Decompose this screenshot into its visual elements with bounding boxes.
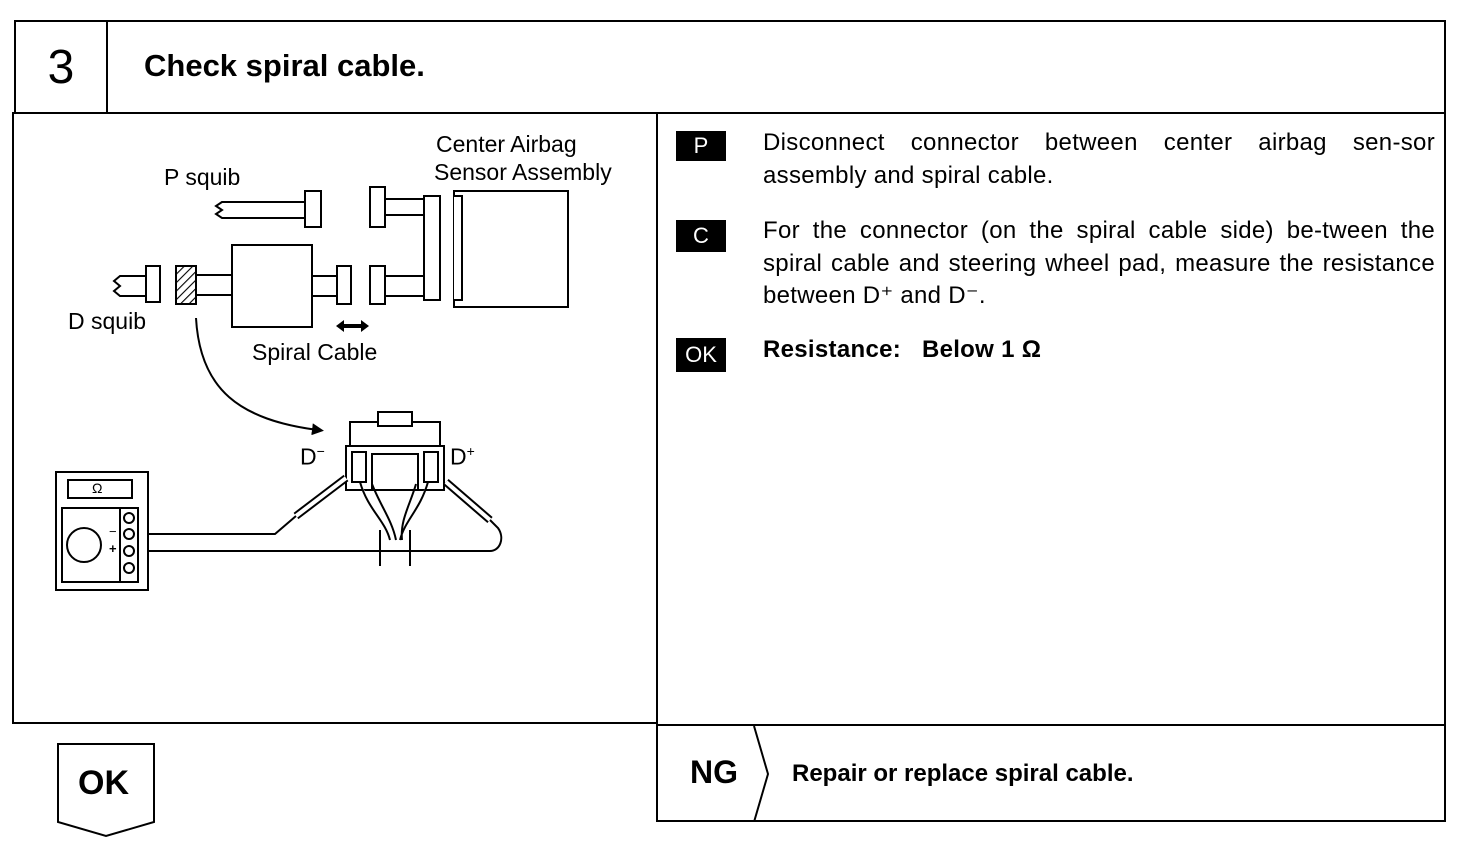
- curved-arrow: [195, 317, 324, 436]
- resistance-value: Below 1 Ω: [921, 336, 1042, 363]
- ohm-symbol: Ω: [92, 480, 103, 496]
- p-squib-label: P squib: [164, 164, 241, 190]
- ng-text: Repair or replace spiral cable.: [792, 760, 1134, 787]
- center-airbag-label-2: Sensor Assembly: [434, 159, 612, 185]
- page-title: Check spiral cable.: [144, 48, 425, 83]
- ng-box: NG Repair or replace spiral cable.: [656, 724, 1446, 822]
- d-plus-sup: +: [466, 443, 475, 459]
- badge-c: C: [676, 220, 726, 252]
- d-squib-label: D squib: [68, 308, 146, 334]
- d-squib-connector: [112, 265, 233, 305]
- ng-chevron: [753, 726, 770, 822]
- d-minus-letter: D: [300, 443, 317, 470]
- instruction-panel: [656, 112, 1446, 726]
- ok-box: [57, 743, 155, 838]
- spiral-cable-label: Spiral Cable: [252, 339, 378, 365]
- badge-ok: OK: [676, 338, 726, 372]
- d-plus-letter: D: [450, 443, 467, 470]
- ng-label: NG: [690, 754, 738, 790]
- instruction-ok-text: Resistance: Below 1 Ω: [763, 334, 1435, 367]
- instruction-c-text: For the connector (on the spiral cable s…: [763, 217, 1435, 309]
- p-squib-connector: [214, 190, 322, 228]
- instruction-p-text: Disconnect connector between center airb…: [763, 129, 1435, 189]
- arrow-double: [336, 320, 369, 332]
- meter-plus: +: [109, 541, 117, 556]
- d-minus-sup: −: [316, 443, 325, 459]
- d-minus-label: D−: [300, 443, 325, 471]
- badge-p: P: [676, 131, 726, 161]
- ok-label: OK: [78, 764, 129, 802]
- d-plus-label: D+: [450, 443, 475, 471]
- test-leads: [146, 474, 503, 552]
- spiral-cable-body: [231, 244, 352, 328]
- center-airbag-label-1: Center Airbag: [436, 131, 577, 157]
- center-airbag-sensor-box: [453, 190, 569, 308]
- ohmmeter: [55, 471, 149, 591]
- sensor-connector: [369, 186, 441, 305]
- resistance-label: Resistance:: [763, 336, 902, 363]
- meter-minus: −: [109, 524, 117, 539]
- connector-closeup: [345, 411, 445, 566]
